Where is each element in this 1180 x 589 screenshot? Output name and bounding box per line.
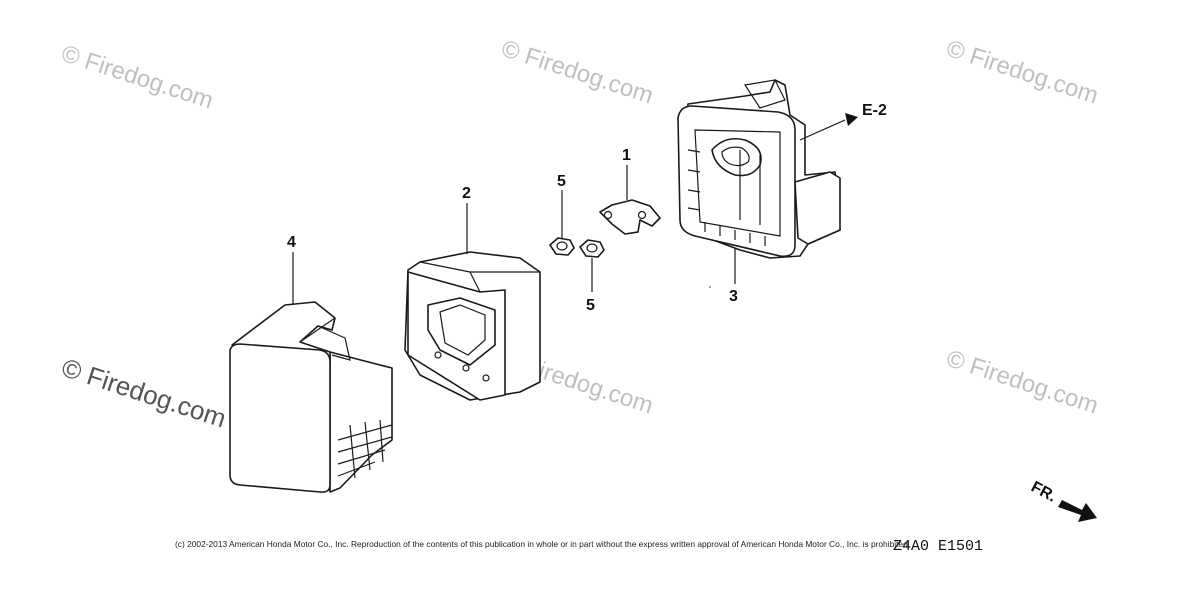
callout-part-2[interactable]: 2: [462, 185, 471, 202]
part-3-air-cleaner-case[interactable]: [677, 79, 841, 259]
section-reference-link[interactable]: E-2: [862, 102, 887, 119]
part-5-nut-left[interactable]: [549, 237, 575, 256]
callout-part-5-bottom[interactable]: 5: [586, 297, 595, 314]
watermark: © Firedog.com: [943, 345, 1101, 419]
front-indicator-label: FR.: [1028, 479, 1059, 506]
part-2-air-cleaner-element[interactable]: [404, 251, 541, 401]
part-4-air-cleaner-cover[interactable]: [229, 301, 393, 493]
watermark: © Firedog.com: [498, 35, 656, 109]
part-1-bracket[interactable]: [599, 199, 661, 235]
front-direction-indicator: FR.: [1028, 479, 1097, 522]
callout-part-1[interactable]: 1: [622, 147, 631, 164]
part-5-nut-right[interactable]: [579, 239, 605, 258]
watermark: © Firedog.com: [58, 40, 216, 114]
callout-part-4[interactable]: 4: [287, 234, 296, 251]
watermark: © Firedog.com: [943, 35, 1101, 109]
copyright-notice: (c) 2002-2013 American Honda Motor Co., …: [175, 539, 911, 549]
watermark: © Firedog.com: [58, 352, 230, 433]
callout-part-5-top[interactable]: 5: [557, 173, 566, 190]
callout-part-3[interactable]: 3: [729, 288, 738, 305]
drawing-code: Z4A0 E1501: [893, 538, 983, 555]
